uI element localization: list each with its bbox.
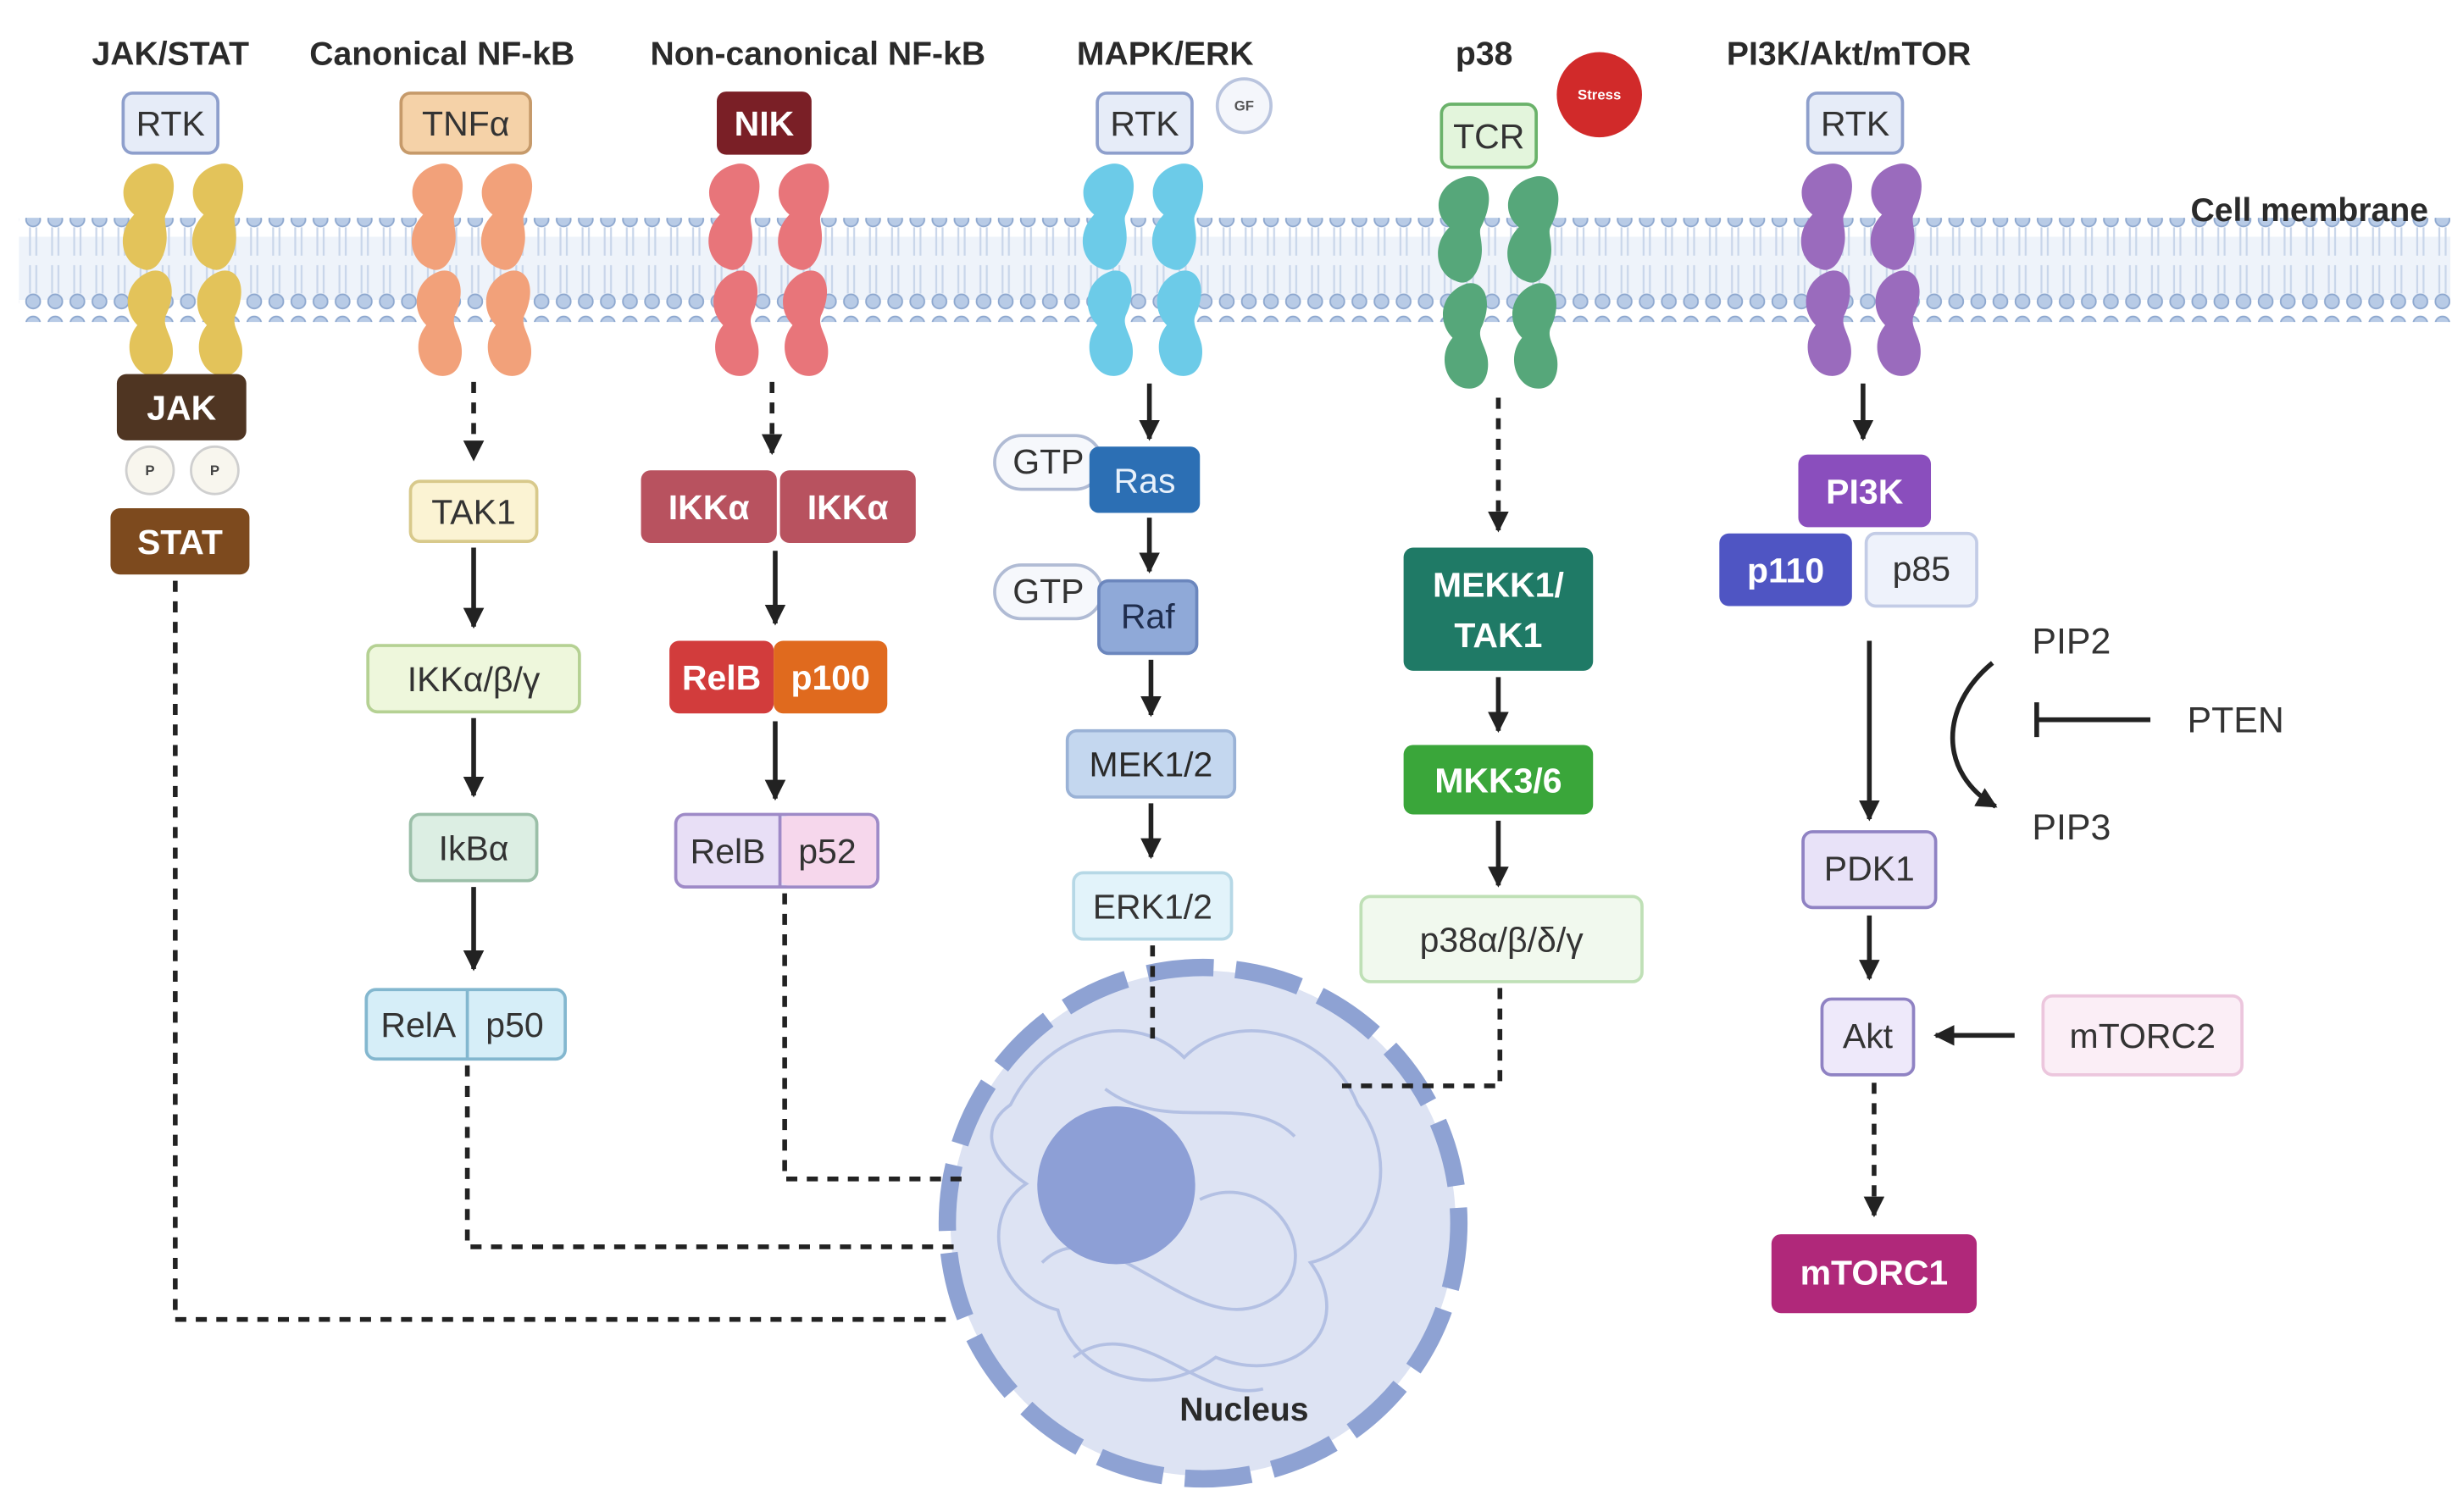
pip3-label: PIP3: [2032, 807, 2111, 848]
gf-circle: [1215, 77, 1273, 135]
pi3k-label: PI3K: [1826, 472, 1904, 511]
ikba-box: [408, 812, 539, 883]
title-mapk-erk: MAPK/ERK: [1077, 36, 1254, 72]
pten-inhibition-line: [2034, 702, 2151, 738]
ras-box: [1089, 446, 1201, 513]
nucleolus: [1037, 1106, 1195, 1265]
pi3k-box: [1798, 454, 1932, 528]
rtk-box-jak: [121, 91, 220, 155]
p110-label: p110: [1747, 551, 1824, 590]
p85-label: p85: [1893, 550, 1950, 589]
p50-label: p50: [485, 1005, 543, 1044]
mtorc2-box: [2041, 994, 2244, 1077]
phospho-label-1: P: [145, 462, 154, 479]
phospho-circle-2: [190, 445, 240, 496]
nik-box: [717, 91, 812, 155]
gtp-label-2: GTP: [1012, 572, 1084, 611]
ikka-label-1: IKKα: [668, 488, 750, 527]
title-jak-stat: JAK/STAT: [92, 36, 250, 72]
title-p38: p38: [1456, 36, 1512, 72]
ras-label: Ras: [1114, 461, 1176, 500]
canonical-to-nucleus-line: [464, 1065, 956, 1249]
stat-label: STAT: [137, 523, 223, 562]
p100-box: [774, 640, 888, 714]
rtk-box-pi3k: [1806, 91, 1905, 155]
phospho-circle-1: [125, 445, 175, 496]
mkk36-label: MKK3/6: [1434, 761, 1562, 800]
title-canonical-nfkb: Canonical NF-kB: [309, 36, 574, 72]
tcr-label: TCR: [1453, 117, 1524, 156]
title-noncanonical-nfkb: Non-canonical NF-kB: [650, 36, 985, 72]
mtorc2-label: mTORC2: [2070, 1016, 2216, 1055]
relb2-label: RelB: [691, 832, 766, 871]
mtorc1-label: mTORC1: [1800, 1254, 1949, 1293]
rtk-label-jak: RTK: [136, 104, 205, 143]
gtp-label-1: GTP: [1012, 442, 1084, 481]
gf-label: GF: [1234, 97, 1254, 114]
nucleus-label: Nucleus: [1179, 1392, 1308, 1428]
pip2-label: PIP2: [2032, 621, 2111, 662]
relb-label: RelB: [682, 658, 761, 697]
rtk-label-mapk: RTK: [1110, 104, 1179, 143]
raf-label: Raf: [1121, 597, 1175, 636]
tnfa-box: [399, 91, 532, 155]
pdk1-label: PDK1: [1824, 850, 1915, 889]
stat-box: [110, 507, 250, 575]
raf-box: [1097, 579, 1199, 656]
phospho-label-2: P: [210, 462, 219, 479]
tak1-box: [408, 479, 539, 543]
rela-label: RelA: [380, 1005, 457, 1044]
mkk36-box: [1403, 745, 1594, 815]
akt-label: Akt: [1843, 1016, 1894, 1055]
ikka-box-1: [641, 470, 777, 543]
p38-isoforms-box: [1359, 894, 1644, 983]
tak1-label: TAK1: [431, 493, 515, 532]
ikka-label-2: IKKα: [807, 488, 889, 527]
tnfa-label: TNFα: [422, 104, 509, 143]
nik-label: NIK: [735, 104, 795, 143]
mekk-tak1-label: TAK1: [1454, 616, 1542, 655]
rtk-label-pi3k: RTK: [1821, 104, 1889, 143]
p38-isoforms-label: p38α/β/δ/γ: [1420, 921, 1584, 960]
tcr-box: [1440, 102, 1539, 169]
ikk-complex-label: IKKα/β/γ: [408, 660, 541, 699]
relb-box: [669, 640, 774, 714]
akt-box: [1820, 997, 1916, 1077]
cell-membrane: [19, 218, 2451, 323]
p100-label: p100: [790, 658, 869, 697]
p52-shade: [779, 816, 877, 886]
erk-box: [1072, 871, 1234, 941]
mek-label: MEK1/2: [1090, 745, 1213, 784]
erk-label: ERK1/2: [1093, 887, 1212, 926]
stress-label: Stress: [1578, 86, 1621, 102]
noncanonical-to-nucleus-line: [782, 893, 967, 1182]
nucleus: Nucleus: [938, 958, 1468, 1488]
jak-label: JAK: [147, 389, 216, 428]
p52-label: p52: [798, 832, 856, 871]
mekk1-label: MEKK1/: [1433, 565, 1564, 604]
p110-box: [1719, 533, 1852, 606]
jak-box: [116, 374, 247, 440]
pdk1-box: [1801, 830, 1938, 910]
rtk-box-mapk: [1096, 91, 1194, 155]
stress-circle: [1556, 52, 1642, 138]
title-pi3k-akt-mtor: PI3K/Akt/mTOR: [1727, 36, 1971, 72]
pip2-to-pip3-arrow: [1950, 661, 1998, 809]
mtorc1-box: [1771, 1234, 1978, 1314]
ikba-label: IkBα: [439, 828, 509, 867]
mek-box: [1065, 728, 1237, 799]
p85-box: [1864, 531, 1978, 608]
mekk1-tak1-box: [1403, 547, 1594, 671]
ikk-complex-box: [366, 644, 581, 714]
ikka-box-2: [779, 470, 916, 543]
cell-membrane-label: Cell membrane: [2190, 192, 2428, 229]
pten-label: PTEN: [2188, 701, 2284, 741]
jak-stat-to-nucleus-line: [173, 580, 948, 1322]
